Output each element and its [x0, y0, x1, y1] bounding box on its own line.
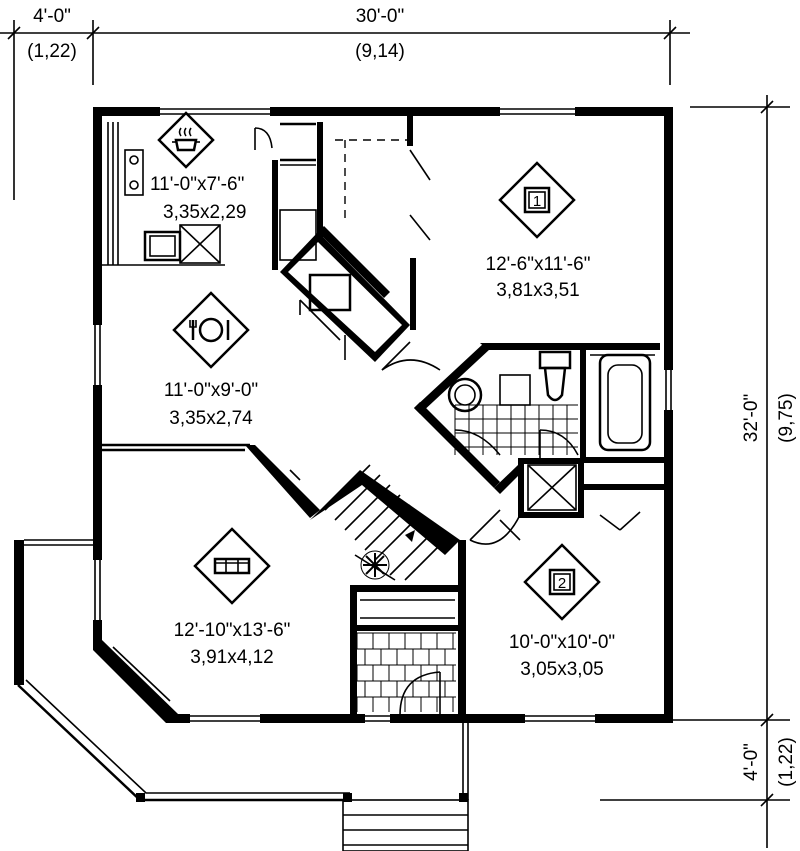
porch — [14, 539, 469, 851]
dining-size-imperial: 11'-0"x9'-0" — [164, 380, 258, 401]
living-size-metric: 3,91x4,12 — [190, 647, 273, 668]
bedroom1-size-imperial: 12'-6"x11'-6" — [486, 254, 591, 275]
tile-floors — [356, 404, 578, 712]
dim-right-main-imperial: 32'-0" — [741, 394, 762, 442]
living-size-imperial: 12'-10"x13'-6" — [174, 620, 291, 641]
kitchen-size-metric: 3,35x2,29 — [163, 202, 246, 223]
dim-right-bottom-metric: (1,22) — [776, 737, 797, 787]
dim-right-main-metric: (9,75) — [776, 393, 797, 443]
dim-top-left-imperial: 4'-0" — [33, 6, 71, 27]
fixtures — [102, 122, 652, 619]
bedroom2-size-imperial: 10'-0"x10'-0" — [509, 632, 615, 653]
bedroom2-size-metric: 3,05x3,05 — [520, 659, 603, 680]
sofa-icon — [193, 527, 271, 605]
bed-icon: 1 — [498, 161, 576, 239]
dim-top-main-imperial: 30'-0" — [356, 6, 404, 27]
dimension-lines — [0, 20, 790, 848]
kitchen-icon — [157, 111, 215, 169]
dim-right-bottom-imperial: 4'-0" — [741, 743, 762, 781]
dim-top-left-metric: (1,22) — [27, 41, 77, 62]
windows — [92, 106, 674, 724]
bedroom2-number: 2 — [558, 575, 566, 592]
dining-icon — [172, 291, 250, 369]
dining-size-metric: 3,35x2,74 — [169, 408, 253, 429]
bedroom1-size-metric: 3,81x3,51 — [496, 280, 579, 301]
bedroom1-number: 1 — [533, 193, 541, 210]
kitchen-size-imperial: 11'-0"x7'-6" — [150, 174, 244, 195]
interior-walls — [102, 116, 664, 720]
bed-icon: 2 — [523, 543, 601, 621]
doors — [254, 127, 579, 716]
dim-top-main-metric: (9,14) — [355, 41, 405, 62]
